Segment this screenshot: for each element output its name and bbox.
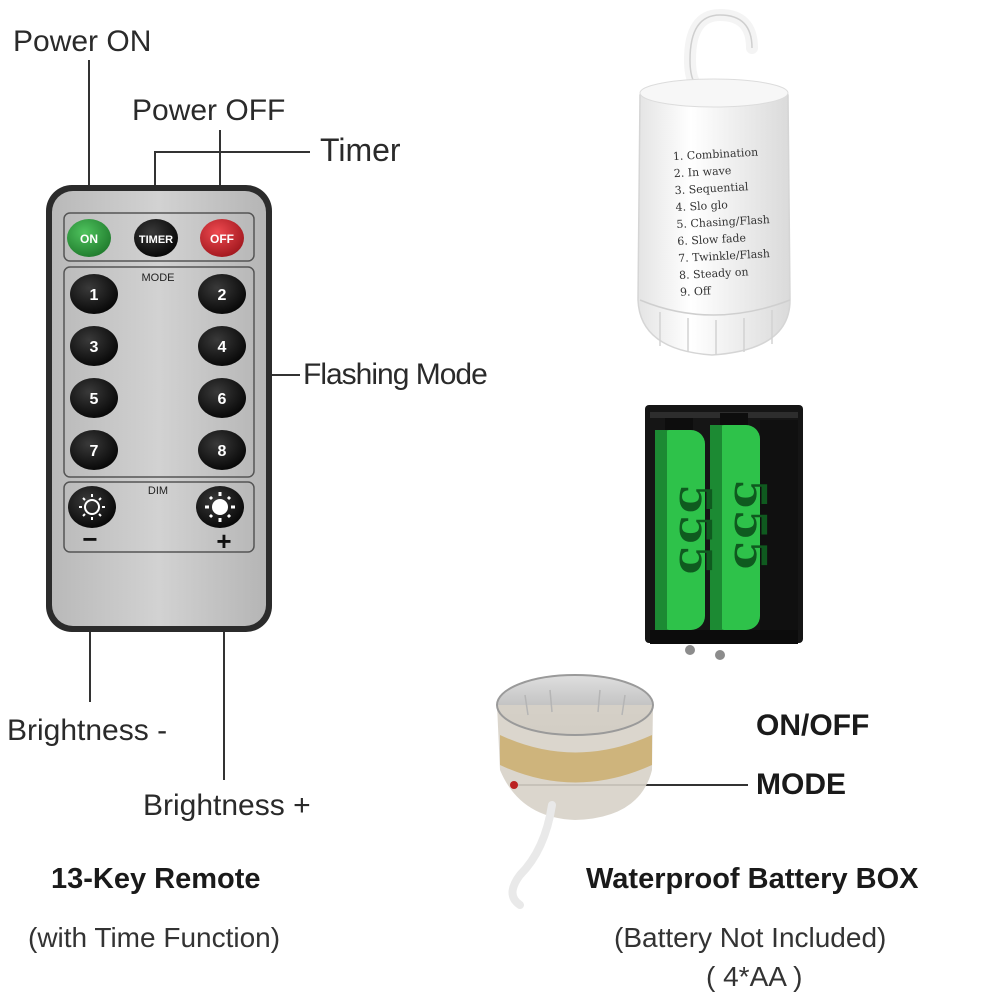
off-button[interactable]: [200, 219, 244, 257]
battery-box-title: Waterproof Battery BOX: [586, 863, 919, 895]
key-number-labels: 1 2 3 4 5 6 7 8: [90, 287, 227, 460]
battery-box-subtitle: (Battery Not Included): [614, 922, 887, 953]
mode-list-item: 1. Combination: [673, 146, 759, 163]
timer-button-label: TIMER: [139, 234, 173, 246]
battery-cell-left: [655, 430, 705, 630]
hanging-battery-case: [637, 8, 791, 356]
sun-bright-icon: [205, 492, 235, 522]
mode-list-item: 2. In wave: [673, 164, 731, 180]
mode-list-item: 9. Off: [680, 284, 713, 299]
off-button-label: OFF: [210, 232, 234, 246]
timer-callout: Timer: [320, 132, 401, 168]
mode-list-item: 8. Steady on: [679, 265, 749, 282]
battery-holder: [645, 405, 803, 660]
remote-subtitle: (with Time Function): [28, 922, 281, 953]
brightness-minus-callout: Brightness -: [7, 714, 168, 747]
timer-button[interactable]: [134, 219, 178, 257]
battery-cell-right: [710, 425, 760, 630]
key-7[interactable]: [70, 430, 118, 470]
key-6[interactable]: [198, 378, 246, 418]
dim-label: DIM: [148, 485, 168, 497]
mode-list-item: 3. Sequential: [674, 180, 749, 197]
key-6-label: 6: [218, 391, 227, 408]
power-off-callout: Power OFF: [132, 94, 286, 127]
mode-label: MODE: [142, 272, 175, 284]
on-off-label: ON/OFF: [756, 709, 870, 742]
battery-print-right: 555: [724, 479, 775, 571]
brightness-plus-callout: Brightness +: [143, 789, 311, 822]
key-8[interactable]: [198, 430, 246, 470]
mode-list: 1. Combination 2. In wave 3. Sequential …: [673, 146, 771, 299]
waterproof-box: [496, 674, 654, 909]
key-5[interactable]: [70, 378, 118, 418]
key-5-label: 5: [90, 391, 99, 408]
number-keys: [70, 274, 246, 470]
mode-list-item: 5. Chasing/Flash: [676, 213, 770, 231]
key-1[interactable]: [70, 274, 118, 314]
minus-mark: −: [82, 524, 97, 554]
key-3-label: 3: [90, 339, 99, 356]
plus-mark: +: [216, 526, 231, 556]
battery-spec: ( 4*AA ): [706, 961, 803, 992]
key-4[interactable]: [198, 326, 246, 366]
key-1-label: 1: [90, 287, 99, 304]
mode-list-item: 7. Twinkle/Flash: [678, 247, 770, 265]
remote-title: 13-Key Remote: [51, 863, 261, 895]
brightness-down-button[interactable]: [68, 486, 116, 528]
battery-print-left: 555: [669, 484, 720, 576]
sun-dim-icon: [79, 494, 105, 520]
on-button[interactable]: [67, 219, 111, 257]
key-3[interactable]: [70, 326, 118, 366]
key-2[interactable]: [198, 274, 246, 314]
key-2-label: 2: [218, 287, 227, 304]
mode-list-item: 4. Slo glo: [675, 198, 728, 214]
key-4-label: 4: [218, 339, 227, 356]
flashing-mode-callout: Flashing Mode: [303, 358, 488, 391]
key-8-label: 8: [218, 443, 227, 460]
mode-switch-label: MODE: [756, 768, 846, 801]
power-on-callout: Power ON: [13, 25, 152, 58]
key-7-label: 7: [90, 443, 99, 460]
mode-list-item: 6. Slow fade: [677, 231, 746, 248]
on-button-label: ON: [80, 232, 98, 246]
